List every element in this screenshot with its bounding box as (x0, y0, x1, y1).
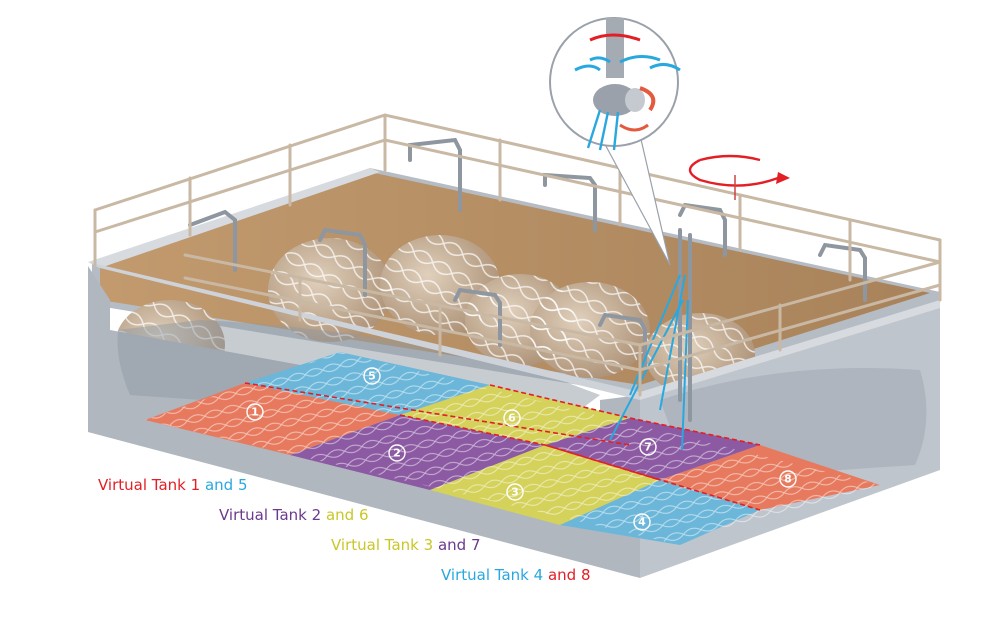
legend-joiner: and (200, 476, 238, 494)
legend-prefix: Virtual Tank (441, 566, 534, 584)
legend-line-4: Virtual Tank 4 and 8 (441, 566, 590, 584)
legend-prefix: Virtual Tank (98, 476, 191, 494)
rotation-arrow-icon (688, 154, 790, 200)
svg-text:6: 6 (508, 412, 516, 425)
zone-badge-7: 7 (639, 438, 657, 456)
legend-prefix: Virtual Tank (219, 506, 312, 524)
legend-first: 2 (311, 506, 322, 524)
svg-text:3: 3 (511, 486, 519, 499)
svg-text:2: 2 (393, 447, 401, 460)
zone-badge-8: 8 (779, 470, 797, 488)
legend-joiner: and (321, 506, 359, 524)
legend-second: 5 (237, 476, 248, 494)
legend-first: 4 (533, 566, 544, 584)
zone-badge-5: 5 (363, 367, 381, 385)
mixer-callout (549, 17, 681, 266)
blue-jets (609, 274, 689, 451)
svg-text:5: 5 (368, 370, 376, 383)
svg-text:8: 8 (784, 473, 792, 486)
zone-badge-4: 4 (633, 513, 651, 531)
svg-text:7: 7 (644, 441, 652, 454)
legend-second: 6 (358, 506, 369, 524)
legend-first: 1 (190, 476, 201, 494)
legend-prefix: Virtual Tank (331, 536, 424, 554)
legend-line-3: Virtual Tank 3 and 7 (331, 536, 480, 554)
legend-second: 8 (580, 566, 591, 584)
legend-line-1: Virtual Tank 1 and 5 (98, 476, 247, 494)
zone-badge-1: 1 (246, 403, 264, 421)
svg-text:4: 4 (638, 516, 646, 529)
legend-joiner: and (433, 536, 471, 554)
zone-badge-6: 6 (503, 409, 521, 427)
legend-second: 7 (470, 536, 481, 554)
legend-joiner: and (543, 566, 581, 584)
guard-rail (93, 113, 942, 397)
floor-zones (145, 352, 880, 545)
legend-line-2: Virtual Tank 2 and 6 (219, 506, 368, 524)
zone-badge-2: 2 (388, 444, 406, 462)
legend-first: 3 (423, 536, 434, 554)
zone-badge-3: 3 (506, 483, 524, 501)
svg-text:1: 1 (251, 406, 259, 419)
zone-badges: 1 5 2 6 3 7 4 8 (246, 367, 797, 531)
jet-mixer-icon (574, 18, 681, 151)
mixer-pipes (188, 137, 867, 422)
